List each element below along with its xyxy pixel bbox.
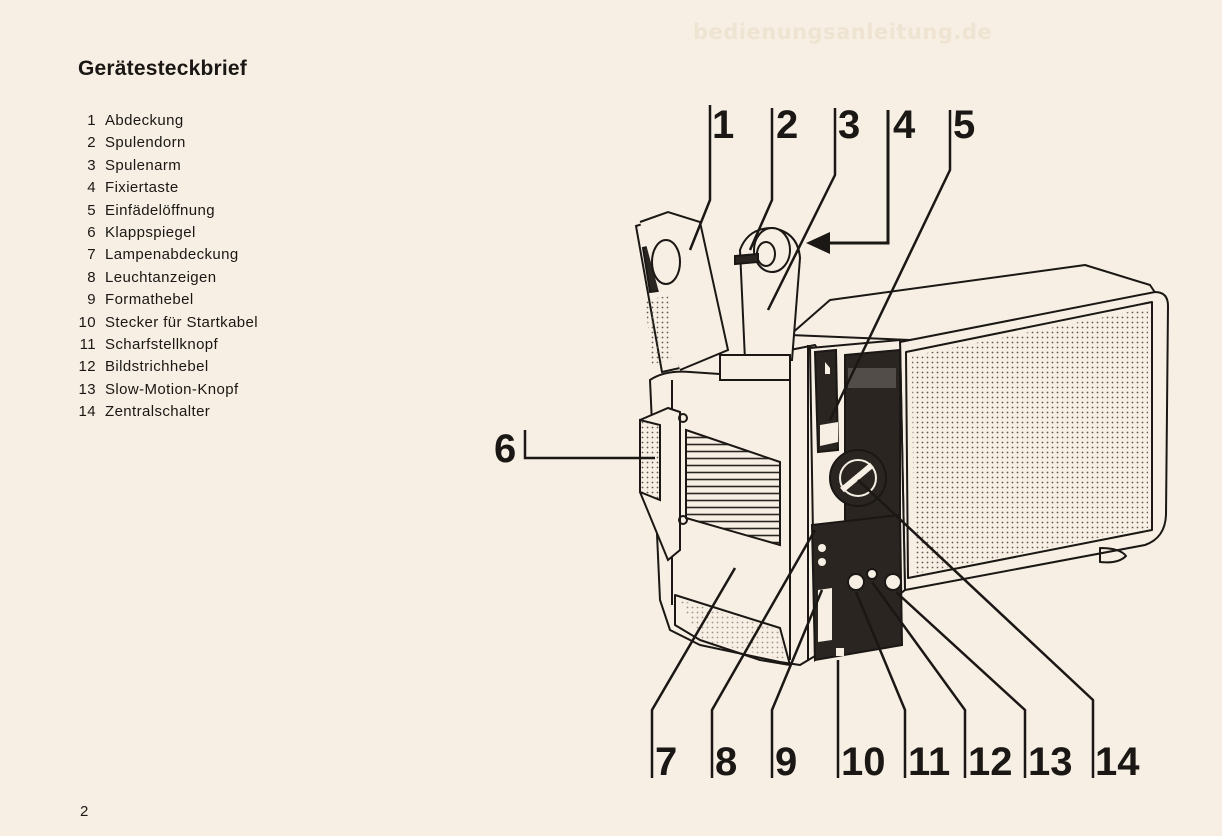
control-panel bbox=[808, 338, 907, 663]
part-label: Abdeckung bbox=[105, 112, 184, 129]
parts-list: 1 Abdeckung 2 Spulendorn 3 Spulenarm 4 Fixie… bbox=[70, 110, 258, 423]
list-item: 2 Spulendorn bbox=[70, 132, 258, 154]
watermark: bedienungsanleitung.de bbox=[693, 20, 993, 44]
list-item: 11 Scharfstellknopf bbox=[70, 334, 258, 356]
list-item: 14 Zentralschalter bbox=[70, 401, 258, 423]
callout-1: 1 bbox=[712, 103, 734, 147]
part-label: Formathebel bbox=[105, 291, 194, 309]
part-number: 5 bbox=[87, 201, 96, 219]
list-item: 10 Stecker für Startkabel bbox=[70, 312, 258, 334]
part-number: 13 bbox=[78, 380, 96, 398]
part-number: 14 bbox=[78, 403, 96, 421]
part-number: 4 bbox=[87, 179, 96, 197]
vent-grille bbox=[685, 428, 781, 547]
part-number: 6 bbox=[87, 223, 96, 241]
part-label: Klappspiegel bbox=[105, 223, 196, 241]
list-item: 3 Spulenarm bbox=[70, 155, 258, 177]
part-number: 8 bbox=[87, 268, 96, 286]
part-number: 2 bbox=[87, 134, 96, 152]
part-label: Spulenarm bbox=[105, 156, 182, 174]
arrow-icon bbox=[806, 110, 890, 254]
folding-mirror bbox=[639, 406, 688, 562]
callout-6: 6 bbox=[494, 427, 516, 471]
part-label: Lampenabdeckung bbox=[105, 246, 239, 264]
list-item: 1 Abdeckung bbox=[70, 110, 258, 132]
part-label: Fixiertaste bbox=[105, 179, 179, 197]
callout-14: 14 bbox=[1095, 740, 1140, 784]
part-number: 7 bbox=[87, 246, 96, 264]
part-label: Einfädelöffnung bbox=[105, 201, 215, 219]
callout-8: 8 bbox=[715, 740, 737, 784]
list-item: 4 Fixiertaste bbox=[70, 177, 258, 199]
list-item: 6 Klappspiegel bbox=[70, 222, 258, 244]
part-label: Spulendorn bbox=[105, 134, 186, 152]
part-number: 1 bbox=[87, 112, 96, 129]
callout-2: 2 bbox=[776, 103, 798, 147]
callout-numbers: 1 2 3 4 5 6 7 8 9 10 11 12 13 14 bbox=[494, 103, 1140, 784]
page-title: Gerätesteckbrief bbox=[78, 57, 247, 80]
list-item: 9 Formathebel bbox=[70, 289, 258, 311]
callout-3: 3 bbox=[838, 103, 860, 147]
part-label: Zentralschalter bbox=[105, 403, 211, 421]
callout-13: 13 bbox=[1028, 740, 1073, 784]
page-number: 2 bbox=[80, 803, 89, 820]
list-item: 12 Bildstrichhebel bbox=[70, 356, 258, 378]
part-number: 9 bbox=[87, 291, 96, 309]
reel-arm bbox=[719, 226, 802, 381]
part-label: Slow-Motion-Knopf bbox=[105, 380, 239, 398]
part-number: 10 bbox=[78, 313, 96, 331]
callout-4: 4 bbox=[893, 103, 916, 147]
callout-10: 10 bbox=[841, 740, 886, 784]
callout-12: 12 bbox=[968, 740, 1013, 784]
part-number: 11 bbox=[79, 335, 96, 353]
part-number: 3 bbox=[87, 156, 96, 174]
speaker-grille bbox=[912, 308, 1148, 574]
callout-11: 11 bbox=[908, 740, 950, 784]
list-item: 13 Slow-Motion-Knopf bbox=[70, 379, 258, 401]
callout-9: 9 bbox=[775, 740, 797, 784]
list-item: 7 Lampenabdeckung bbox=[70, 244, 258, 266]
callout-7: 7 bbox=[655, 740, 677, 784]
list-item: 5 Einfädelöffnung bbox=[70, 200, 258, 222]
part-label: Stecker für Startkabel bbox=[105, 313, 259, 331]
leader-lines bbox=[523, 105, 1095, 778]
part-label: Scharfstellknopf bbox=[105, 335, 219, 353]
cover-arm bbox=[634, 210, 730, 374]
part-label: Leuchtanzeigen bbox=[105, 268, 217, 286]
part-label: Bildstrichhebel bbox=[105, 358, 209, 376]
list-item: 8 Leuchtanzeigen bbox=[70, 267, 258, 289]
part-number: 12 bbox=[78, 358, 96, 376]
callout-5: 5 bbox=[953, 103, 975, 147]
